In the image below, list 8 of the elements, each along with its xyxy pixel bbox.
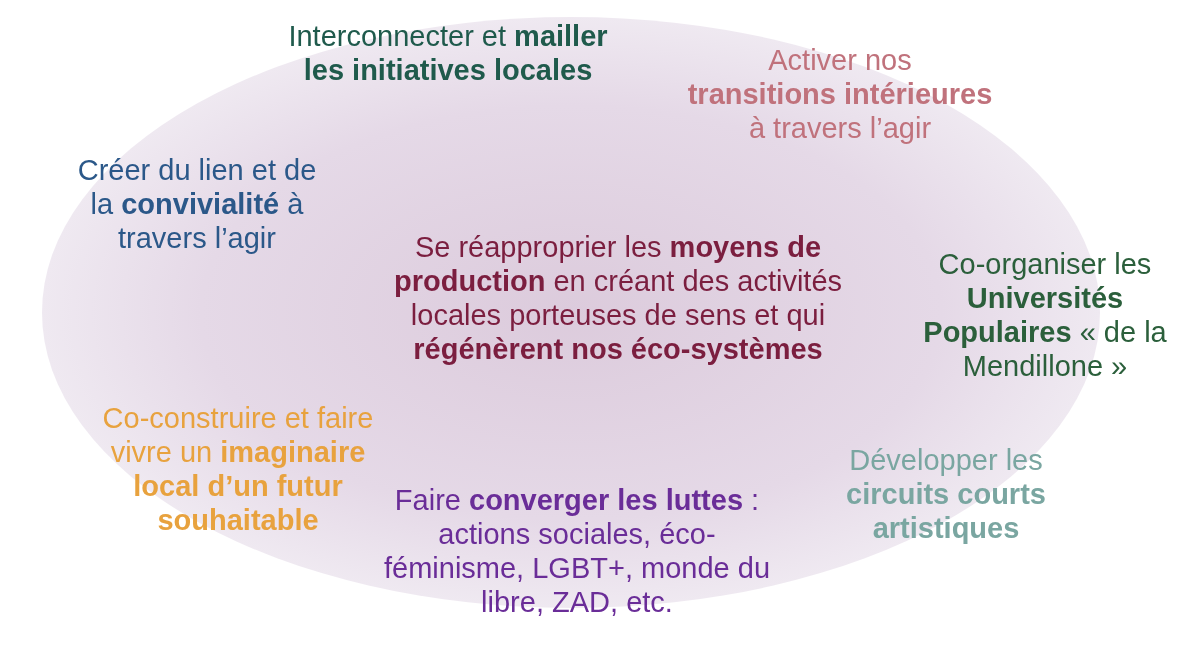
statement-text: Se réapproprier les moyens de production en créant des activités locales porteuses de sens et qui régénèrent nos éco-systèmes [394,230,842,366]
statement-text: Interconnecter et mailler les initiatives locales [288,19,608,87]
statement-text: Créer du lien et de la convivialité à travers l’agir [77,153,317,255]
statement-text: Co-construire et faire vivre un imaginaire local d’un futur souhaitable [102,401,374,537]
statement-text: Activer nos transitions intérieures à travers l’agir [687,43,993,145]
statement-text: Développer les circuits courts artistiques [846,443,1046,545]
statement-text: Co-organiser les Universités Populaires « de la Mendillone » [923,247,1167,383]
statement-text: Faire converger les luttes : actions sociales, éco-féminisme, LGBT+, monde du libre, ZAD, etc. [384,483,770,619]
